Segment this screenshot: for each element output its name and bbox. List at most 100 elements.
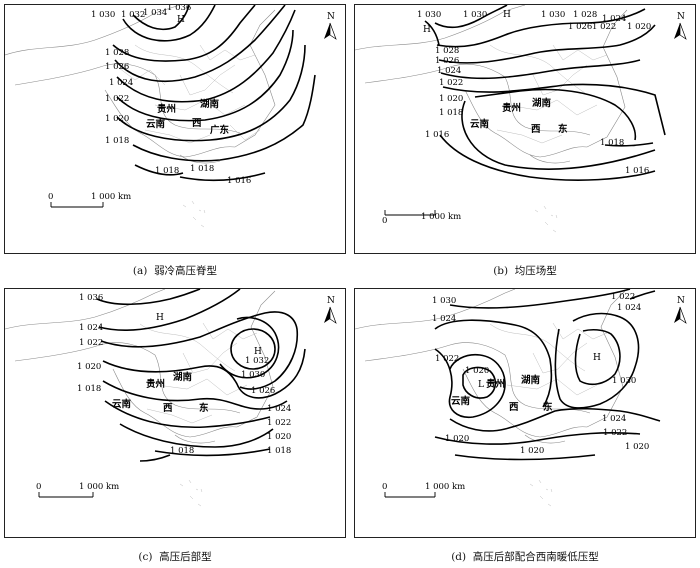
isobar-label: 1 020 [625,442,649,452]
isobar-label: 1 024 [109,78,133,88]
isobar-label: 1 024 [602,414,626,424]
isobar-label: 1 016 [625,166,649,176]
isobar-label: 1 024 [437,66,461,76]
province-label-guangxi: 西 [163,403,173,414]
isobar-label: 1 026 [568,22,592,32]
isobar-labels: 1 036 1 024 1 022 1 020 1 018 1 032 1 03… [77,293,291,456]
isobar-label: 1 020 [465,366,489,376]
isobar-label: 1 028 [435,46,459,56]
svg-text:N: N [677,12,685,22]
isobars [96,289,306,462]
pressure-map-c: 1 036 1 024 1 022 1 020 1 018 1 032 1 03… [5,289,337,507]
isobar-label: 1 018 [600,138,624,148]
svg-text:N: N [677,296,685,306]
isobar-label: 1 022 [592,22,616,32]
province-label-yunnan: 云南 [112,398,132,410]
isobar-label: 1 028 [105,48,129,58]
scale-bar: 0 1 000 km [382,482,465,498]
caption-b: (b) 均压场型 [493,265,557,277]
isobar-label: 1 020 [439,94,463,104]
isobars [424,5,666,181]
isobar-label: 1 028 [573,10,597,20]
isobars [434,289,661,461]
province-borders [5,289,276,507]
province-borders [355,289,626,507]
high-pressure-center-label: H [156,313,164,323]
map-panel-a: 1 030 1 032 1 034 1 036 1 028 1 026 1 02… [4,4,346,254]
svg-text:N: N [327,296,335,306]
scale-bar: 0 1 000 km [48,192,131,208]
province-label-hunan: 湖南 [532,97,552,109]
isobar-label: 1 020 [105,114,129,124]
isobar-label: 1 024 [617,303,641,313]
scale-zero: 0 [36,482,41,492]
isobar-label: 1 018 [170,446,194,456]
isobar-label: 1 022 [611,292,635,302]
isobar-label: 1 030 [541,10,565,20]
scale-bar: 0 1 000 km [382,210,461,226]
province-label-hunan: 湖南 [200,98,220,110]
scale-zero: 0 [48,192,53,202]
isobar-label: 1 024 [602,14,626,24]
caption-c: (c) 高压后部型 [138,551,212,563]
isobar-label: 1 016 [227,176,251,186]
province-label-yunnan: 云南 [470,118,490,130]
isobar-label: 1 030 [417,10,441,20]
high-pressure-center-label: H [254,347,262,357]
isobar-label: 1 024 [432,314,456,324]
isobar-labels: 1 030 1 030 1 030 1 028 1 024 1 026 1 02… [417,10,651,176]
province-label-guangxi: 西 [509,402,519,413]
scale-label: 1 000 km [79,482,119,492]
isobar-label: 1 024 [79,323,103,333]
map-panel-c: 1 036 1 024 1 022 1 020 1 018 1 032 1 03… [4,288,346,538]
isobar-label: 1 020 [520,446,544,456]
isobar-label: 1 018 [77,384,101,394]
north-arrow-icon: N [674,296,687,324]
high-pressure-center-label: H [593,353,601,363]
isobar-label: 1 022 [439,78,463,88]
north-arrow-icon: N [324,296,337,324]
isobar-label: 1 020 [627,22,651,32]
scale-zero: 0 [382,216,387,226]
high-pressure-center-label: H [503,10,511,20]
isobar-label: 1 022 [267,418,291,428]
province-label-guizhou: 贵州 [157,103,176,115]
province-label-guangxi: 西 [192,118,202,129]
province-label-hunan: 湖南 [173,371,193,383]
isobar-label: 1 024 [267,404,291,414]
isobar-label: 1 018 [105,136,129,146]
isobar-label: 1 022 [603,428,627,438]
low-pressure-center-label: L [478,380,484,390]
pressure-map-d: 1 030 1 022 1 024 1 024 1 022 1 020 1 03… [355,289,687,507]
province-label-guizhou: 贵州 [486,378,505,390]
scale-label: 1 000 km [421,212,461,222]
province-label-guangdong: 广东 [210,124,230,136]
isobar-label: 1 020 [77,362,101,372]
map-panel-d: 1 030 1 022 1 024 1 024 1 022 1 020 1 03… [354,288,696,538]
province-labels: 贵州 湖南 云南 西 广东 [146,98,230,136]
isobar-label: 1 016 [425,130,449,140]
isobar-label: 1 032 [121,10,145,20]
scale-zero: 0 [382,482,387,492]
caption-d: (d) 高压后部配合西南暖低压型 [451,551,599,563]
province-label-hunan: 湖南 [521,374,541,386]
scale-bar: 0 1 000 km [36,482,119,498]
isobar-label: 1 020 [267,432,291,442]
isobar-label: 1 018 [439,108,463,118]
isobar-label: 1 022 [79,338,103,348]
isobar-label: 1 018 [190,164,214,174]
province-label-guizhou: 贵州 [146,378,165,390]
province-labels: 贵州 湖南 云南 西 东 [451,374,553,413]
isobar-label: 1 032 [245,356,269,366]
isobar-label: 1 026 [251,386,275,396]
province-borders [5,5,276,228]
isobar-label: 1 022 [105,94,129,104]
isobar-label: 1 030 [241,370,265,380]
isobar-label: 1 020 [445,434,469,444]
isobars [112,5,316,181]
province-label-guangxi: 西 [531,124,541,135]
province-label-yunnan: 云南 [146,118,166,130]
north-arrow-icon: N [324,12,337,40]
isobar-label: 1 030 [463,10,487,20]
isobar-label: 1 030 [91,10,115,20]
